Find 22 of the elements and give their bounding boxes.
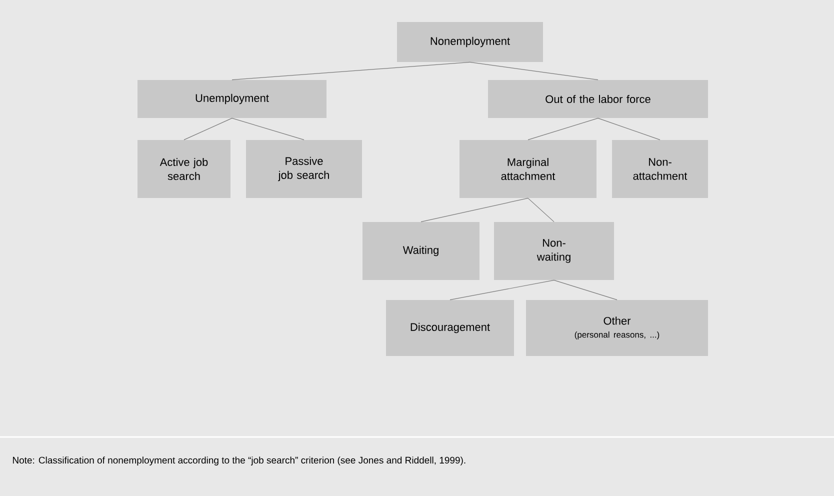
category-box: Out of the labor force <box>488 80 708 118</box>
connector-line <box>554 280 618 300</box>
category-box: Non-attachment <box>612 140 708 198</box>
connector-line <box>232 62 470 80</box>
category-box: Discouragement <box>386 300 514 356</box>
category-box: Unemployment <box>138 80 326 118</box>
connector-line <box>598 118 660 140</box>
connector-line <box>528 118 598 140</box>
connector-line <box>528 198 554 222</box>
category-box: Other (personal reasons, ...) <box>526 300 708 356</box>
connector-line <box>232 118 304 140</box>
connector-line <box>184 118 232 140</box>
connector-line <box>420 198 528 222</box>
connector-line <box>470 62 598 80</box>
category-box: Active job search <box>138 140 230 198</box>
category-box: Non-waiting <box>494 222 614 280</box>
connector-line <box>450 280 554 300</box>
category-box: Passive job search <box>246 140 362 198</box>
category-box: Marginal attachment <box>460 140 596 198</box>
category-box: Nonemployment <box>397 22 543 62</box>
note-text: Note: Classification of nonemployment according to the “job search” criterion (see Jones and Riddell, 1999). <box>13 456 466 466</box>
category-box: Waiting <box>362 222 480 280</box>
